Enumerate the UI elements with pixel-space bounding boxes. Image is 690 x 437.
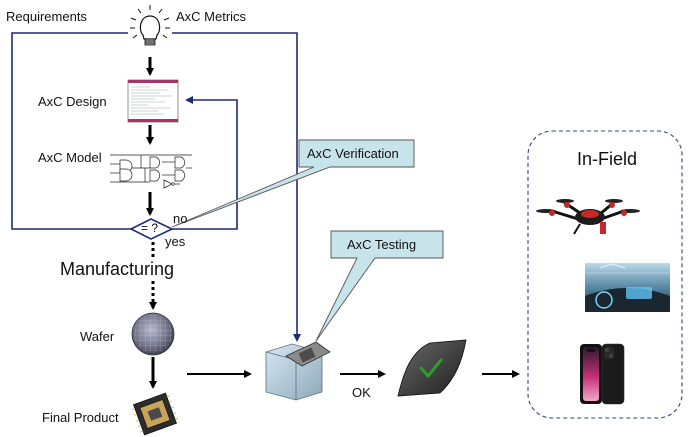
yes-label: yes xyxy=(165,234,186,249)
no-loop-line xyxy=(172,96,238,230)
ok-label: OK xyxy=(352,385,371,400)
wafer-label: Wafer xyxy=(80,329,115,344)
logic-circuit-icon xyxy=(110,154,192,189)
axc-design-label: AxC Design xyxy=(38,94,107,109)
car-dashboard-icon xyxy=(585,263,670,312)
testing-callout xyxy=(315,230,444,342)
wafer-icon xyxy=(131,312,175,356)
verification-callout-label: AxC Verification xyxy=(307,146,399,161)
tester-machine-icon xyxy=(265,341,331,401)
left-column-arrows xyxy=(146,57,157,389)
verification-loop-lines xyxy=(11,32,301,342)
design-screenshot-icon xyxy=(127,79,179,123)
decision-diamond xyxy=(129,218,174,240)
drone-icon xyxy=(536,199,640,235)
requirements-label: Requirements xyxy=(6,9,87,24)
chip-icon xyxy=(131,392,179,436)
verification-callout xyxy=(171,139,415,228)
in-field-label: In-Field xyxy=(577,149,638,169)
decision-label: = ? xyxy=(141,221,159,235)
metrics-to-tester-line xyxy=(172,32,301,342)
testing-callout-label: AxC Testing xyxy=(347,237,417,252)
final-product-label: Final Product xyxy=(42,410,119,425)
in-field-box xyxy=(527,130,683,419)
outer-loop-left xyxy=(11,32,131,230)
tested-chip-icon xyxy=(397,339,467,397)
lightbulb-icon xyxy=(130,5,170,46)
axc-metrics-label: AxC Metrics xyxy=(176,9,247,24)
no-label: no xyxy=(173,211,188,226)
manufacturing-label: Manufacturing xyxy=(60,259,175,279)
axc-model-label: AxC Model xyxy=(38,150,102,165)
checkmark-icon xyxy=(419,358,443,378)
smartphone-icon xyxy=(580,343,625,405)
